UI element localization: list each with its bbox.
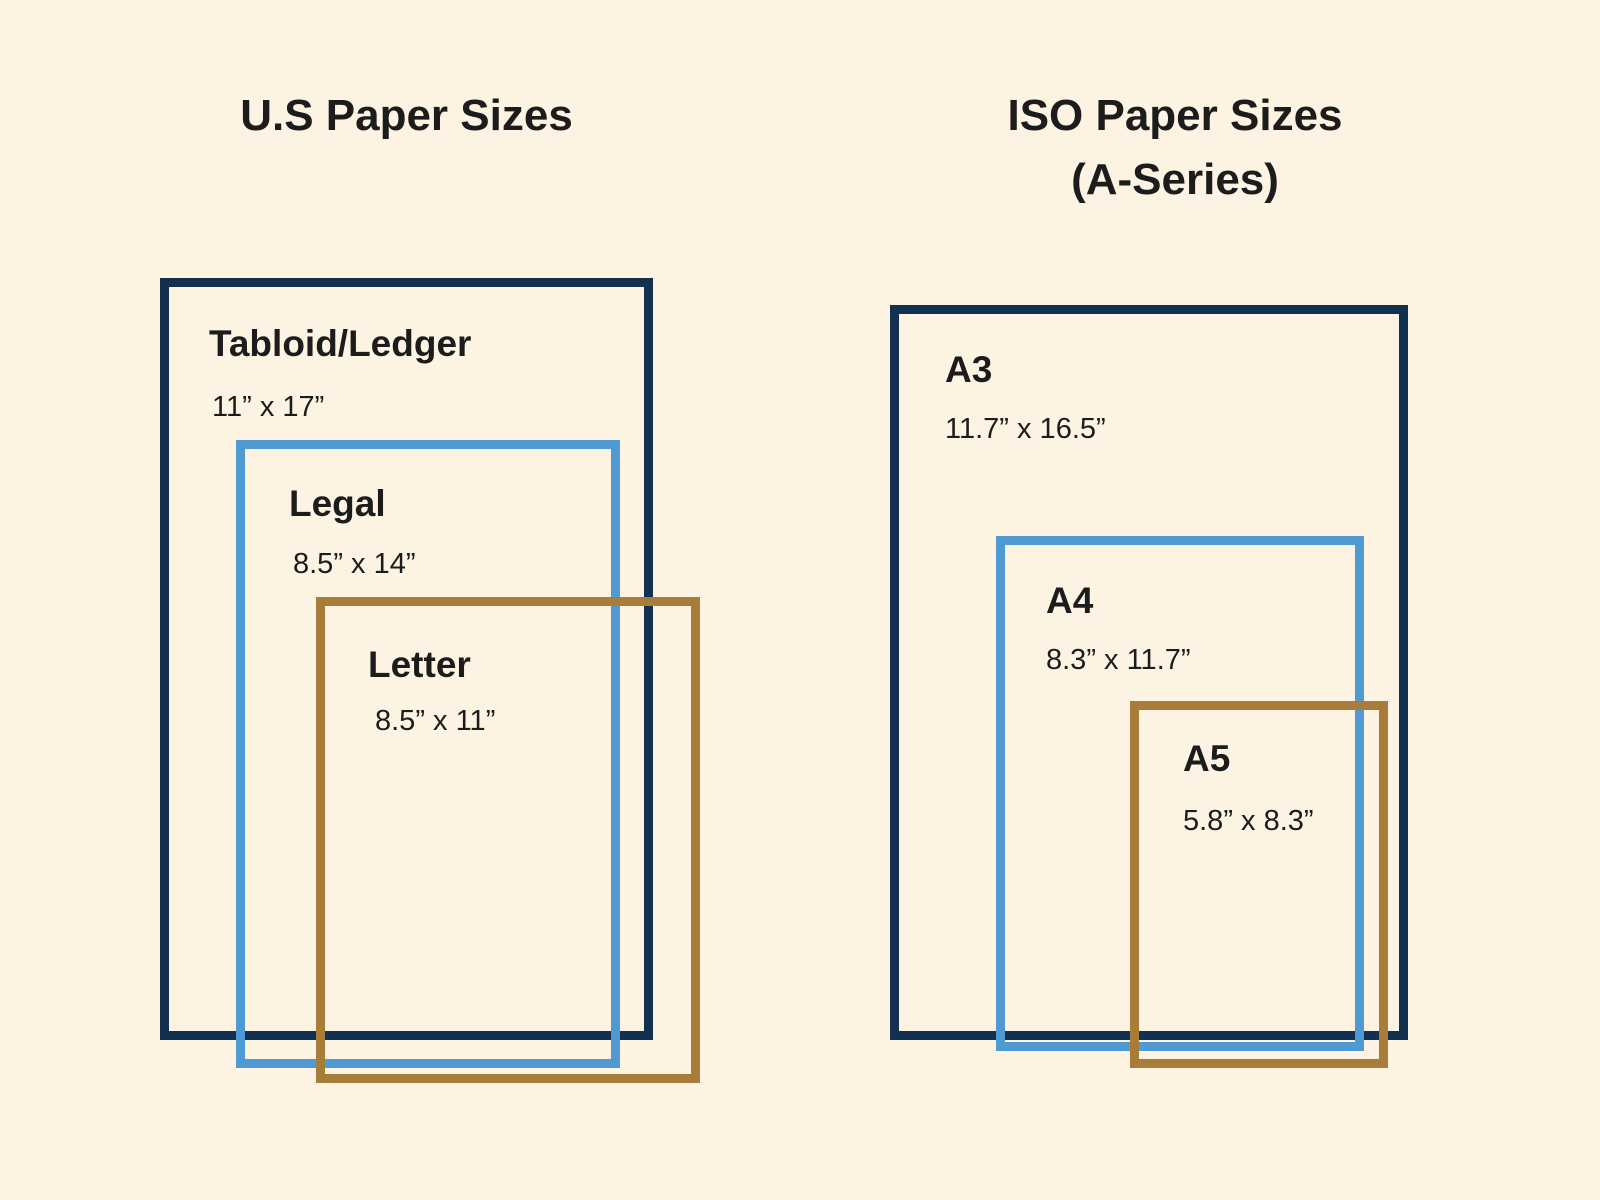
a4-outline: A4 8.3” x 11.7” — [996, 536, 1364, 1051]
iso-title-line1: ISO Paper Sizes — [1007, 91, 1343, 140]
iso-title-line2: (A-Series) — [1071, 154, 1279, 204]
letter-label: Letter — [368, 644, 471, 685]
a3-dimensions: 11.7” x 16.5” — [945, 413, 1106, 445]
tabloid-ledger-label: Tabloid/Ledger — [209, 323, 472, 364]
a4-dimensions: 8.3” x 11.7” — [1046, 644, 1191, 676]
iso-column-title: ISO Paper Sizes (A-Series) — [930, 84, 1420, 212]
a3-outline: A3 11.7” x 16.5” — [890, 305, 1408, 1040]
letter-outline: Letter 8.5” x 11” — [316, 597, 700, 1083]
a3-label: A3 — [945, 349, 993, 390]
letter-dimensions: 8.5” x 11” — [375, 705, 496, 737]
us-title-text: U.S Paper Sizes — [240, 91, 573, 140]
tabloid-ledger-dimensions: 11” x 17” — [212, 391, 325, 423]
a5-label: A5 — [1183, 738, 1231, 779]
a4-label: A4 — [1046, 580, 1094, 621]
legal-label: Legal — [289, 483, 386, 524]
a5-outline: A5 5.8” x 8.3” — [1130, 701, 1388, 1068]
a5-dimensions: 5.8” x 8.3” — [1183, 805, 1314, 837]
legal-outline: Legal 8.5” x 14” — [236, 440, 620, 1068]
tabloid-ledger-outline: Tabloid/Ledger 11” x 17” — [160, 278, 653, 1040]
legal-dimensions: 8.5” x 14” — [293, 548, 416, 580]
us-column-title: U.S Paper Sizes — [160, 84, 653, 148]
